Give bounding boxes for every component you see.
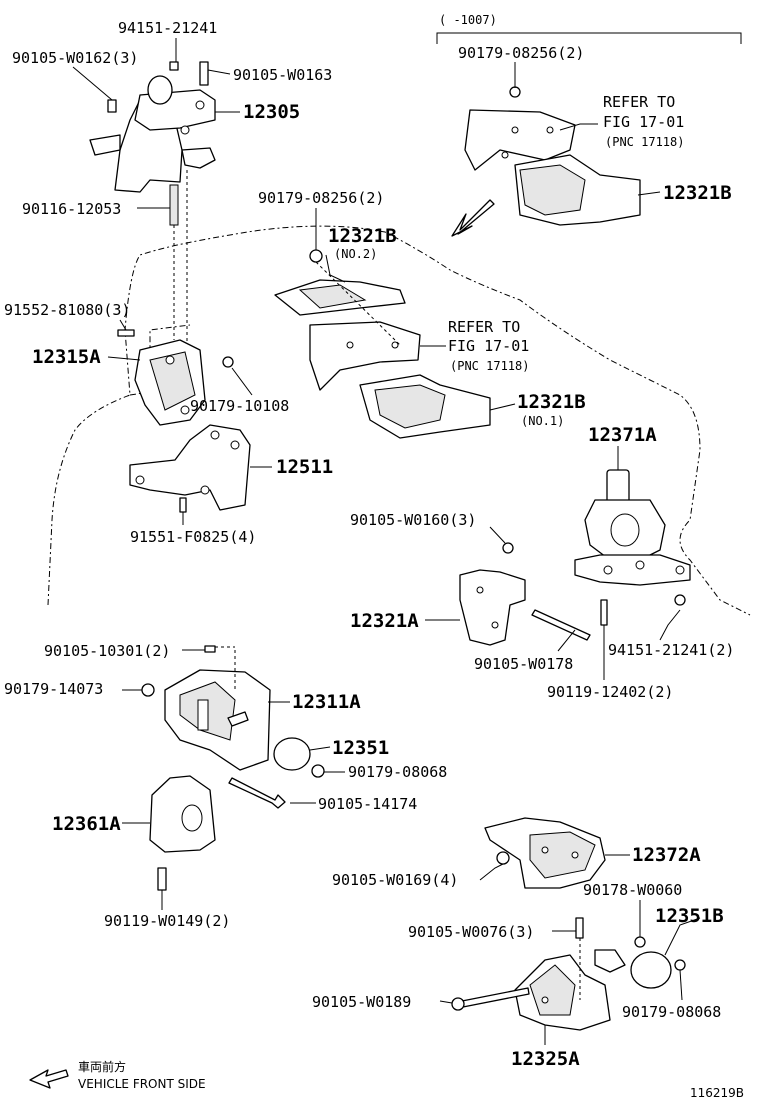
leader-mid-dash (315, 261, 401, 346)
label-12321B-no2[interactable]: 12321B (328, 225, 397, 247)
label-90178-W0060[interactable]: 90178-W0060 (583, 881, 682, 899)
label-12321A[interactable]: 12321A (350, 610, 419, 632)
label-refer1-line2[interactable]: FIG 17-01 (603, 113, 684, 131)
range-bracket-line (436, 32, 742, 44)
label-90179-08068-bot[interactable]: 90179-08068 (622, 1003, 721, 1021)
label-90179-10108[interactable]: 90179-10108 (190, 397, 289, 415)
bracket-12372A-shape (484, 817, 606, 889)
label-refer1-line1: REFER TO (603, 93, 675, 111)
mount-12311A-shape (141, 645, 271, 771)
label-front-en: VEHICLE FRONT SIDE (78, 1077, 206, 1091)
label-90105-W0076[interactable]: 90105-W0076(3) (408, 923, 534, 941)
label-90179-08256-top[interactable]: 90179-08256(2) (458, 44, 584, 62)
label-12361A[interactable]: 12361A (52, 813, 121, 835)
mount-12361A-shape (149, 775, 216, 891)
label-90179-14073[interactable]: 90179-14073 (4, 680, 103, 698)
label-94151-21241-top[interactable]: 94151-21241 (118, 19, 217, 37)
label-no2: (NO.2) (334, 247, 377, 261)
vehicle-front-arrow-icon (29, 1069, 69, 1089)
label-12511[interactable]: 12511 (276, 456, 333, 478)
label-90119-12402[interactable]: 90119-12402(2) (547, 683, 673, 701)
direction-arrow-top (451, 199, 495, 237)
label-12321B-top[interactable]: 12321B (663, 182, 732, 204)
label-90105-W0178[interactable]: 90105-W0178 (474, 655, 573, 673)
label-91551-F0825[interactable]: 91551-F0825(4) (130, 528, 256, 546)
label-90105-W0162[interactable]: 90105-W0162(3) (12, 49, 138, 67)
label-refer2-line3: (PNC 17118) (450, 359, 529, 373)
bracket-12315A-shape (117, 329, 234, 426)
label-12325A[interactable]: 12325A (511, 1048, 580, 1070)
label-90119-W0149[interactable]: 90119-W0149(2) (104, 912, 230, 930)
label-no1: (NO.1) (521, 414, 564, 428)
figure-id: 116219B (690, 1086, 744, 1100)
bracket-top-right-shape (464, 86, 641, 226)
label-94151-21241-right[interactable]: 94151-21241(2) (608, 641, 734, 659)
label-90105-W0169[interactable]: 90105-W0169(4) (332, 871, 458, 889)
label-90105-W0189[interactable]: 90105-W0189 (312, 993, 411, 1011)
label-12372A[interactable]: 12372A (632, 844, 701, 866)
label-90105-14174[interactable]: 90105-14174 (318, 795, 417, 813)
label-12311A[interactable]: 12311A (292, 691, 361, 713)
bracket-middle-shape (274, 249, 491, 439)
label-refer1-line3: (PNC 17118) (605, 135, 684, 149)
rubber-12351-shape (273, 737, 325, 778)
label-12315A[interactable]: 12315A (32, 346, 101, 368)
rubber-12351B-shape (630, 936, 686, 989)
bracket-12325A-shape (451, 917, 626, 1031)
bracket-12511-shape (129, 424, 251, 513)
label-12321B-no1[interactable]: 12321B (517, 391, 586, 413)
label-91552-81080[interactable]: 91552-81080(3) (4, 301, 130, 319)
label-90179-08068-mid[interactable]: 90179-08068 (348, 763, 447, 781)
label-90105-W0160[interactable]: 90105-W0160(3) (350, 511, 476, 529)
label-range-bracket: ( -1007) (439, 13, 497, 27)
label-12305[interactable]: 12305 (243, 101, 300, 123)
label-refer2-line1: REFER TO (448, 318, 520, 336)
bracket-12321A-shape (459, 542, 608, 646)
label-12371A[interactable]: 12371A (588, 424, 657, 446)
bolt-90105-14174-shape (228, 777, 286, 809)
mount-12305-shape (89, 61, 216, 226)
label-12351[interactable]: 12351 (332, 737, 389, 759)
label-90116-12053[interactable]: 90116-12053 (22, 200, 121, 218)
label-front-jp: 車両前方 (78, 1059, 126, 1074)
label-90105-W0163[interactable]: 90105-W0163 (233, 66, 332, 84)
label-refer2-line2[interactable]: FIG 17-01 (448, 337, 529, 355)
mount-12371A-shape (574, 469, 691, 606)
label-90105-10301[interactable]: 90105-10301(2) (44, 642, 170, 660)
label-12351B[interactable]: 12351B (655, 905, 724, 927)
leader-lines (72, 38, 701, 1045)
label-90179-08256-mid[interactable]: 90179-08256(2) (258, 189, 384, 207)
